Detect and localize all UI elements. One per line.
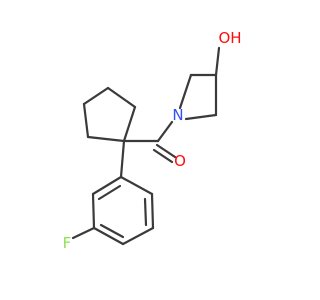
bond-cp-5-1 xyxy=(122,105,137,143)
bond-n-carbonyl-c xyxy=(156,120,174,143)
bond-ph-3-4 xyxy=(92,226,125,246)
hydroxyl-label: OH xyxy=(218,29,241,47)
bond-ph-6-1 xyxy=(119,175,154,196)
bond-ch2-bot-n xyxy=(184,113,218,121)
bond-choh-oh xyxy=(214,46,221,77)
fluorine-label: F xyxy=(63,234,72,252)
bond-ph-inner-1 xyxy=(97,184,122,201)
bond-ph-1-2 xyxy=(91,175,123,196)
bond-ph-inner-2 xyxy=(99,223,125,239)
nitrogen-label: N xyxy=(172,106,183,124)
bond-cp-3-4 xyxy=(82,86,110,106)
bond-cp-4-5 xyxy=(106,86,137,109)
bond-c-f xyxy=(71,226,96,240)
bond-carbonyl-double-a xyxy=(155,143,177,159)
bond-quaternary-phenyl xyxy=(119,139,126,179)
bond-ph-2-3 xyxy=(91,192,96,230)
bond-cp-2-3 xyxy=(82,102,90,139)
bond-n-ch2-top xyxy=(178,73,193,110)
bond-ph-5-6 xyxy=(150,192,155,230)
bond-ph-inner-3 xyxy=(143,197,148,227)
bond-cp-1-2 xyxy=(86,135,126,143)
bond-ph-4-5 xyxy=(121,226,155,246)
carbonyl-oxygen-label: O xyxy=(174,152,186,170)
bond-carbonyl-double-b xyxy=(152,148,174,164)
molecule-structure: OH N O F xyxy=(63,29,242,252)
